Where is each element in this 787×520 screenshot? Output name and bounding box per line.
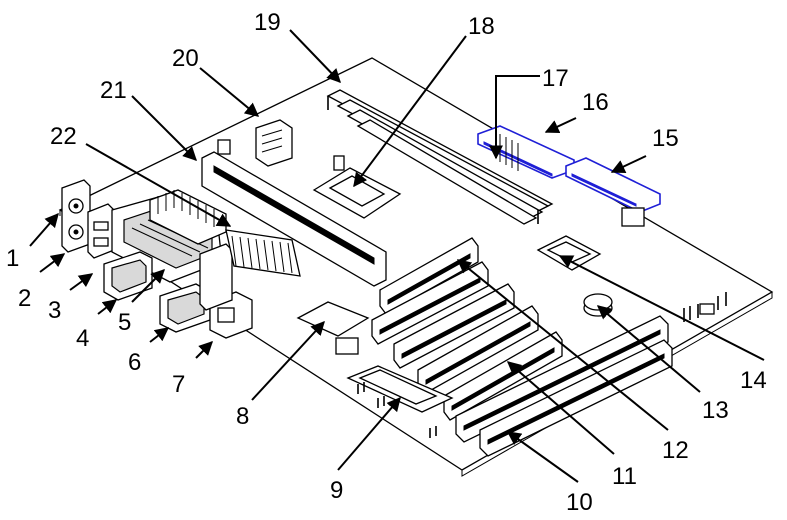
- callout-21: 21: [100, 77, 127, 104]
- callout-12: 12: [662, 437, 689, 464]
- usb-ports: [87, 203, 115, 259]
- cmos-battery: [583, 293, 613, 317]
- isa-slots: [455, 315, 673, 457]
- leader-lines: [29, 29, 765, 483]
- ps2-ports: [61, 179, 91, 253]
- callout-20: 20: [172, 45, 199, 72]
- serial-port-1: [103, 251, 153, 301]
- headers-right: [683, 292, 727, 322]
- callout-1: 1: [6, 245, 19, 272]
- callout-16: 16: [582, 89, 609, 116]
- floppy-connector: [565, 157, 661, 227]
- callout-9: 9: [330, 477, 343, 504]
- callout-17: 17: [542, 65, 569, 92]
- callout-22: 22: [50, 123, 77, 150]
- callout-2: 2: [18, 285, 31, 312]
- callout-15: 15: [652, 125, 679, 152]
- callout-11: 11: [612, 463, 637, 490]
- callout-5: 5: [118, 309, 131, 336]
- callout-10: 10: [566, 489, 593, 516]
- callout-labels: 1 2 3 4 5 6 7 8 9 10 11 12 13 14 15 16 1…: [6, 9, 767, 516]
- callout-7: 7: [172, 371, 185, 398]
- callout-13: 13: [702, 397, 729, 424]
- dimm-slots: [326, 89, 554, 225]
- agp-slot: [201, 151, 387, 287]
- heatsink-fins: [149, 189, 227, 245]
- callout-8: 8: [236, 403, 249, 430]
- vrm-components: [217, 119, 293, 167]
- callout-19: 19: [254, 9, 281, 36]
- callout-14: 14: [740, 367, 767, 394]
- rear-io-panel: [61, 179, 253, 339]
- callout-6: 6: [128, 349, 141, 376]
- headers-bottom: [357, 382, 437, 438]
- callout-4: 4: [76, 325, 89, 352]
- callout-3: 3: [48, 297, 61, 324]
- callout-18: 18: [468, 13, 495, 40]
- super-io-chip: [296, 301, 370, 355]
- pci-slots: [371, 237, 563, 421]
- cpu-socket: [312, 155, 402, 219]
- power-connector: [225, 229, 301, 277]
